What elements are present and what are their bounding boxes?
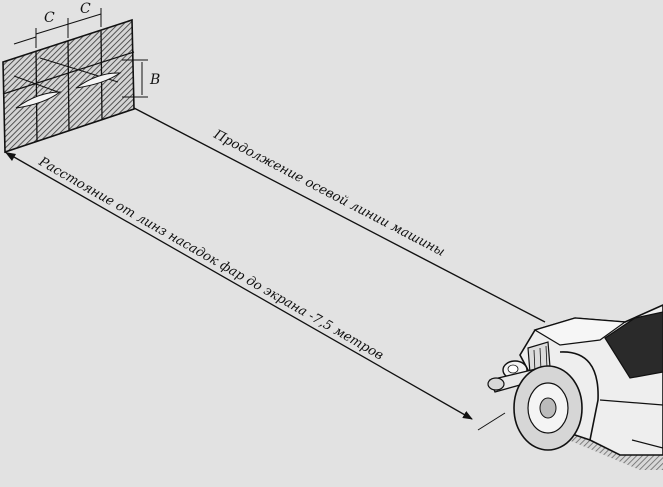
label-c-right: С	[80, 1, 91, 17]
light-spot-left	[15, 91, 62, 109]
label-c-left: С	[44, 10, 55, 26]
car-windshield	[604, 311, 663, 379]
axis-continuation-line	[133, 107, 546, 323]
distance-arrow-start	[5, 152, 16, 161]
label-b: В	[149, 72, 160, 88]
screen-board	[2, 18, 135, 154]
light-spot-right	[75, 72, 122, 89]
car	[487, 304, 663, 470]
screen-left-vertical	[35, 50, 38, 142]
dimension-c: С С	[13, 1, 102, 48]
distance-label: Расстояние от линз насадок фар до экрана…	[35, 154, 386, 364]
dimension-b: В	[122, 59, 160, 98]
screen-horizontal-line	[2, 51, 135, 95]
axis-line-label: Продолжение осевой линии машины	[210, 127, 447, 260]
screen-cross-line	[13, 75, 59, 93]
screen-center-vertical	[67, 40, 70, 132]
distance-arrow	[13, 156, 473, 420]
